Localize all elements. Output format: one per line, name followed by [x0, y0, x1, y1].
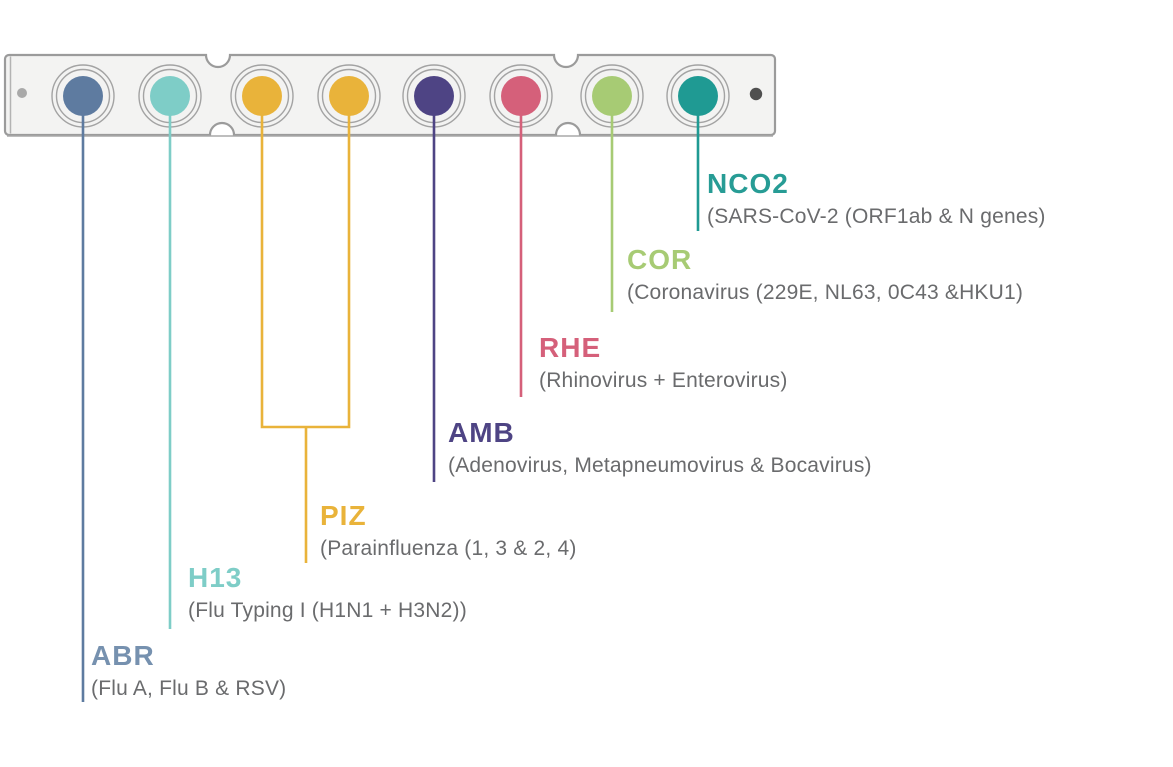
label-abr-code: ABR	[91, 640, 155, 671]
label-rhe-code: RHE	[539, 332, 602, 363]
well-piz-1	[230, 64, 294, 128]
well-abr	[51, 64, 115, 128]
label-amb: AMB (Adenovirus, Metapneumovirus & Bocav…	[448, 417, 872, 477]
well-piz-2-reagent	[329, 76, 369, 116]
well-nco2-reagent	[678, 76, 718, 116]
label-cor-description: (Coronavirus (229E, NL63, 0C43 &HKU1)	[627, 280, 1024, 304]
label-h13-code: H13	[188, 562, 243, 593]
well-rhe-reagent	[501, 76, 541, 116]
label-abr: ABR (Flu A, Flu B & RSV)	[91, 640, 287, 700]
well-h13-reagent	[150, 76, 190, 116]
well-piz-1-reagent	[242, 76, 282, 116]
label-cor: COR (Coronavirus (229E, NL63, 0C43 &HKU1…	[627, 244, 1024, 304]
connector-line-piz-bracket	[260, 112, 351, 563]
label-rhe: RHE (Rhinovirus + Enterovirus)	[539, 332, 788, 392]
label-amb-description: (Adenovirus, Metapneumovirus & Bocavirus…	[448, 453, 872, 477]
label-abr-description: (Flu A, Flu B & RSV)	[91, 676, 287, 700]
label-cor-code: COR	[627, 244, 693, 275]
well-amb-reagent	[414, 76, 454, 116]
label-nco2: NCO2 (SARS-CoV-2 (ORF1ab & N genes)	[707, 168, 1046, 228]
label-amb-code: AMB	[448, 417, 515, 448]
well-piz-2	[317, 64, 381, 128]
label-piz: PIZ (Parainfluenza (1, 3 & 2, 4)	[320, 500, 577, 560]
well-abr-reagent	[63, 76, 103, 116]
well-cor-reagent	[592, 76, 632, 116]
label-h13-description: (Flu Typing I (H1N1 + H3N2))	[188, 598, 467, 622]
right-alignment-dot	[749, 87, 763, 101]
left-alignment-dot	[17, 88, 27, 98]
label-h13: H13 (Flu Typing I (H1N1 + H3N2))	[188, 562, 467, 622]
label-rhe-description: (Rhinovirus + Enterovirus)	[539, 368, 788, 392]
label-piz-description: (Parainfluenza (1, 3 & 2, 4)	[320, 536, 577, 560]
label-piz-code: PIZ	[320, 500, 367, 531]
label-nco2-code: NCO2	[707, 168, 789, 199]
label-nco2-description: (SARS-CoV-2 (ORF1ab & N genes)	[707, 204, 1046, 228]
strip-outline	[3, 53, 777, 137]
